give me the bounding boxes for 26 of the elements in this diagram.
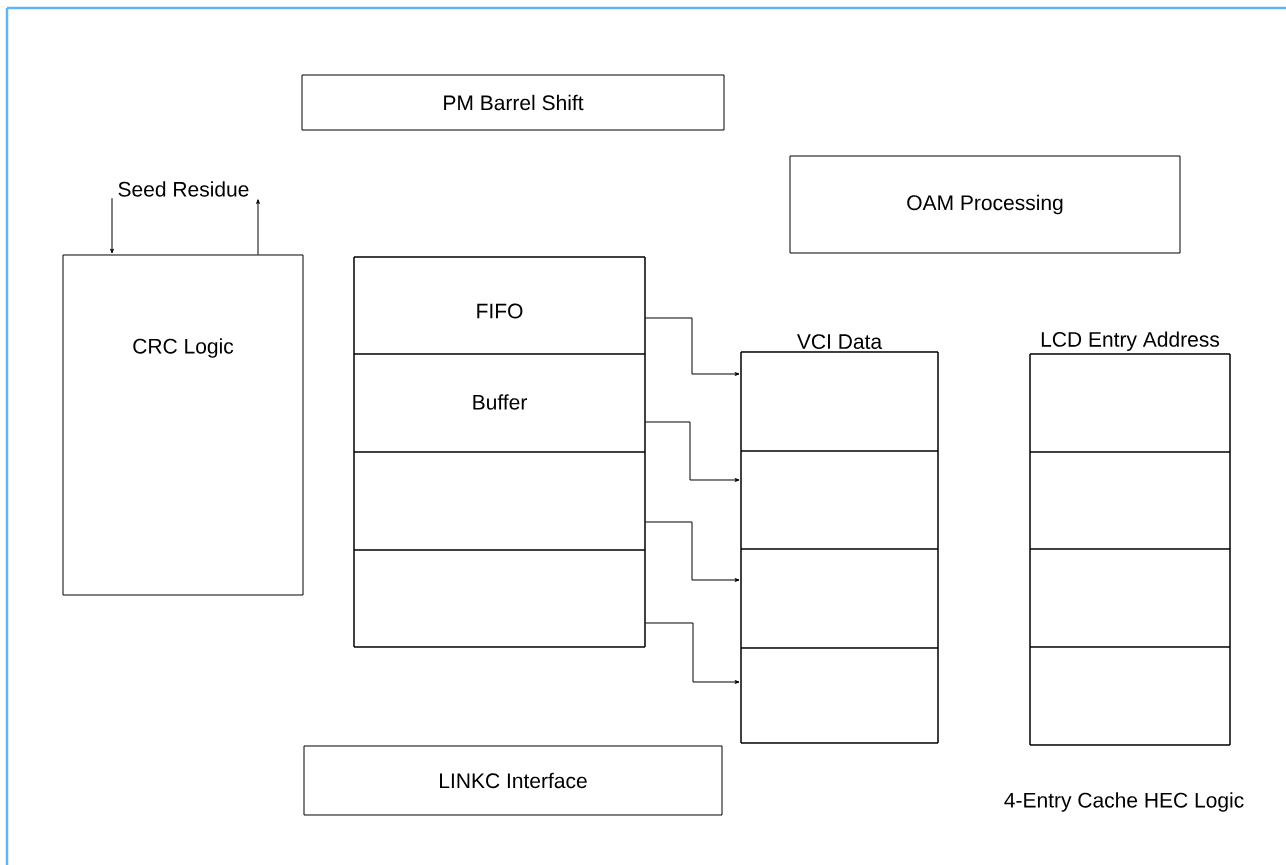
cell-box: [353, 549, 646, 648]
arrow: [645, 521, 740, 582]
arrow: [645, 317, 740, 376]
block-box: OAM Processing: [789, 155, 1181, 254]
block-box: CRC Logic: [62, 254, 304, 596]
cell-box: Buffer: [353, 353, 646, 453]
cell-box: FIFO: [353, 256, 646, 355]
text-label: Seed Residue: [118, 181, 249, 197]
arrow: [645, 421, 740, 482]
cell-box: [1029, 548, 1231, 648]
cell-box: [1029, 353, 1231, 453]
cell-box: [740, 647, 939, 744]
arrow: [645, 622, 740, 684]
cell-box: [740, 450, 939, 550]
text-label: 4-Entry Cache HEC Logic: [1004, 792, 1244, 812]
node-label: LCD Entry Address: [1041, 331, 1220, 351]
block-box: LINKC Interface: [303, 745, 723, 816]
node-label: VCI Data: [797, 334, 883, 349]
cell-box: [353, 451, 646, 551]
block-box: PM Barrel Shift: [301, 74, 725, 131]
cell-box: [1029, 451, 1231, 550]
cell-box: [740, 548, 939, 649]
cell-box: [1029, 646, 1231, 746]
arrow: [110, 197, 114, 254]
arrow: [256, 199, 260, 255]
cell-box: [740, 351, 939, 452]
